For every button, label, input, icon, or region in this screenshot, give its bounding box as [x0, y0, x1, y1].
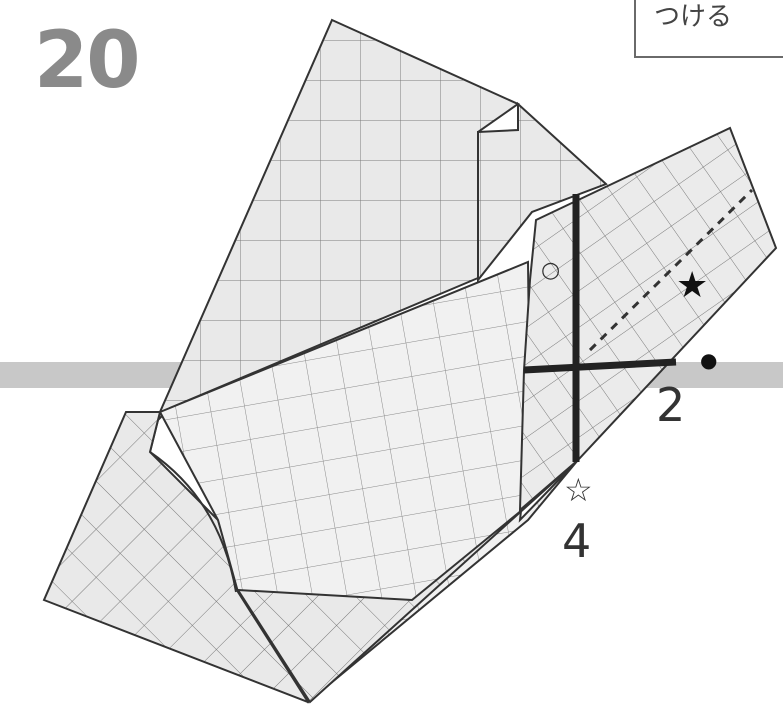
step-number: 20	[34, 16, 141, 106]
note-box: つける	[634, 0, 783, 58]
hollow-circle-marker: ○	[541, 258, 561, 283]
right-flap	[518, 126, 778, 513]
horizontal-guide-line	[523, 358, 677, 374]
right-step-panel	[477, 101, 608, 283]
hollow-star-marker: ☆	[564, 471, 593, 509]
note-text: つける	[654, 2, 733, 32]
filled-dot-marker: ●	[700, 348, 718, 372]
marker-label-two: 2	[656, 378, 686, 432]
curved-fold-line	[149, 451, 237, 593]
valley-fold-line	[588, 188, 754, 352]
marker-label-four: 4	[562, 514, 592, 568]
filled-star-marker: ★	[676, 265, 709, 306]
